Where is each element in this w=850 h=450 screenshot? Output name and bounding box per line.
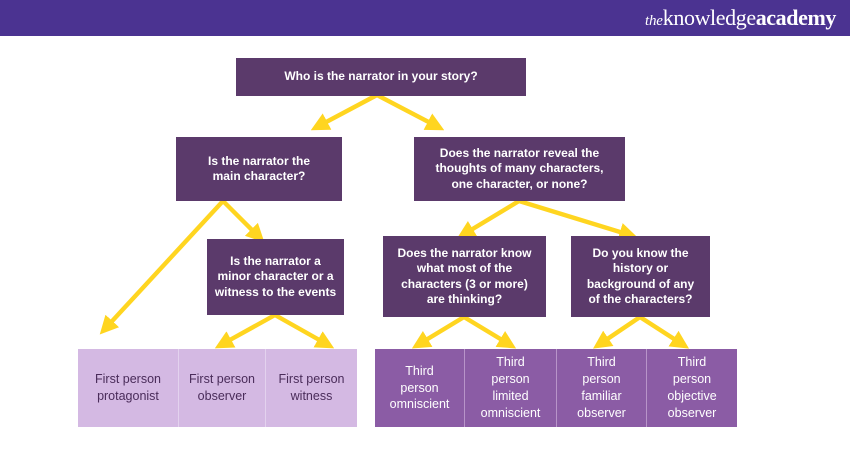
node-result-first-person-witness[interactable]: First person witness xyxy=(266,349,357,427)
node-label-line-1: First person xyxy=(189,372,255,387)
arrow-q1-to-q2 xyxy=(310,93,379,131)
node-label-line-1: Does the narrator know xyxy=(397,245,532,260)
node-label-line-3: objective xyxy=(667,389,717,403)
node-question-minor-character-witness[interactable]: Is the narrator a minor character or a w… xyxy=(207,239,344,315)
arrow-q5-to-r5 xyxy=(462,315,517,349)
node-label-line-1: Is the narrator a xyxy=(230,253,321,268)
node-label-line-1: First person xyxy=(278,372,345,387)
node-label-line-1: Third xyxy=(496,355,525,370)
node-label-line-2: thoughts of many characters, xyxy=(435,161,604,176)
logo-word-academy: academy xyxy=(755,5,837,30)
arrow-q4-to-r2 xyxy=(214,313,277,349)
node-label-line-1: Third xyxy=(677,355,707,370)
node-label-line-4: observer xyxy=(667,405,717,420)
logo-word-the: the xyxy=(645,13,663,29)
node-result-third-person-familiar-observer[interactable]: Third person familiar observer xyxy=(557,349,647,427)
node-result-third-person-objective-observer[interactable]: Third person objective observer xyxy=(647,349,737,427)
node-label-line-2: person xyxy=(491,372,530,387)
node-label-line-1: Do you know the xyxy=(592,245,689,260)
arrow-q5-to-r4 xyxy=(411,315,466,349)
node-label-line-2: what most of the xyxy=(416,261,513,276)
node-result-third-person-omniscient[interactable]: Third person omniscient xyxy=(375,349,465,427)
arrow-q3-to-q6 xyxy=(518,198,638,241)
node-result-first-person-protagonist[interactable]: First person protagonist xyxy=(78,349,179,427)
node-label-line-3: characters (3 or more) xyxy=(401,276,528,291)
node-label-line-3: omniscient xyxy=(389,397,450,412)
arrow-q1-to-q3 xyxy=(375,93,445,131)
node-label-line-2: person xyxy=(400,380,439,395)
node-label-line-2: protagonist xyxy=(97,389,159,403)
arrow-q2-to-q4 xyxy=(221,199,265,243)
arrow-q4-to-r3 xyxy=(273,313,335,349)
arrow-q3-to-q5 xyxy=(456,199,521,239)
node-question-narrator-identity[interactable]: Who is the narrator in your story? xyxy=(236,58,526,96)
node-label-line-4: are thinking? xyxy=(426,291,503,306)
arrow-q6-to-r6 xyxy=(593,315,642,349)
node-label-line-2: history or xyxy=(612,261,669,276)
node-question-knows-most-characters[interactable]: Does the narrator know what most of the … xyxy=(383,236,546,317)
node-result-third-person-limited-omniscient[interactable]: Third person limited omniscient xyxy=(465,349,557,427)
node-label-line-2: witness xyxy=(290,389,333,403)
node-label-line-2: main character? xyxy=(212,169,306,183)
node-label-line-3: limited xyxy=(492,389,529,403)
node-label-line-2: person xyxy=(672,372,712,387)
node-question-reveal-thoughts[interactable]: Does the narrator reveal the thoughts of… xyxy=(414,137,625,201)
node-label-line-4: observer xyxy=(577,405,626,420)
node-label-line-4: omniscient xyxy=(480,405,541,420)
page-header: theknowledgeacademy xyxy=(0,0,850,36)
flowchart-canvas: Who is the narrator in your story? Is th… xyxy=(0,36,850,450)
node-question-knows-history-background[interactable]: Do you know the history or background of… xyxy=(571,236,710,317)
node-label-line-1: Third xyxy=(587,355,616,370)
logo-word-knowledge: knowledge xyxy=(662,5,756,30)
node-label-line-2: person xyxy=(582,372,621,387)
node-label-line-2: minor character or a xyxy=(217,269,334,284)
node-label-line-3: familiar xyxy=(581,389,622,403)
node-question-main-character[interactable]: Is the narrator the main character? xyxy=(176,137,342,201)
node-label-line-4: of the characters? xyxy=(588,291,693,306)
node-label-line-1: First person xyxy=(95,372,161,387)
node-label-line-3: witness to the events xyxy=(214,284,337,299)
node-label-line-1: Is the narrator the xyxy=(207,153,311,168)
node-label-line-2: observer xyxy=(197,389,247,403)
node-label-line-1: Does the narrator reveal the xyxy=(439,145,600,160)
arrow-q2-to-r1 xyxy=(99,199,225,335)
node-label-line-1: Third xyxy=(405,363,434,378)
node-label-line-3: background of any xyxy=(586,276,695,291)
node-label: Who is the narrator in your story? xyxy=(284,69,478,84)
node-label-line-3: one character, or none? xyxy=(451,176,588,191)
arrow-q6-to-r7 xyxy=(638,315,690,349)
node-result-first-person-observer[interactable]: First person observer xyxy=(179,349,266,427)
brand-logo: theknowledgeacademy xyxy=(645,7,836,29)
